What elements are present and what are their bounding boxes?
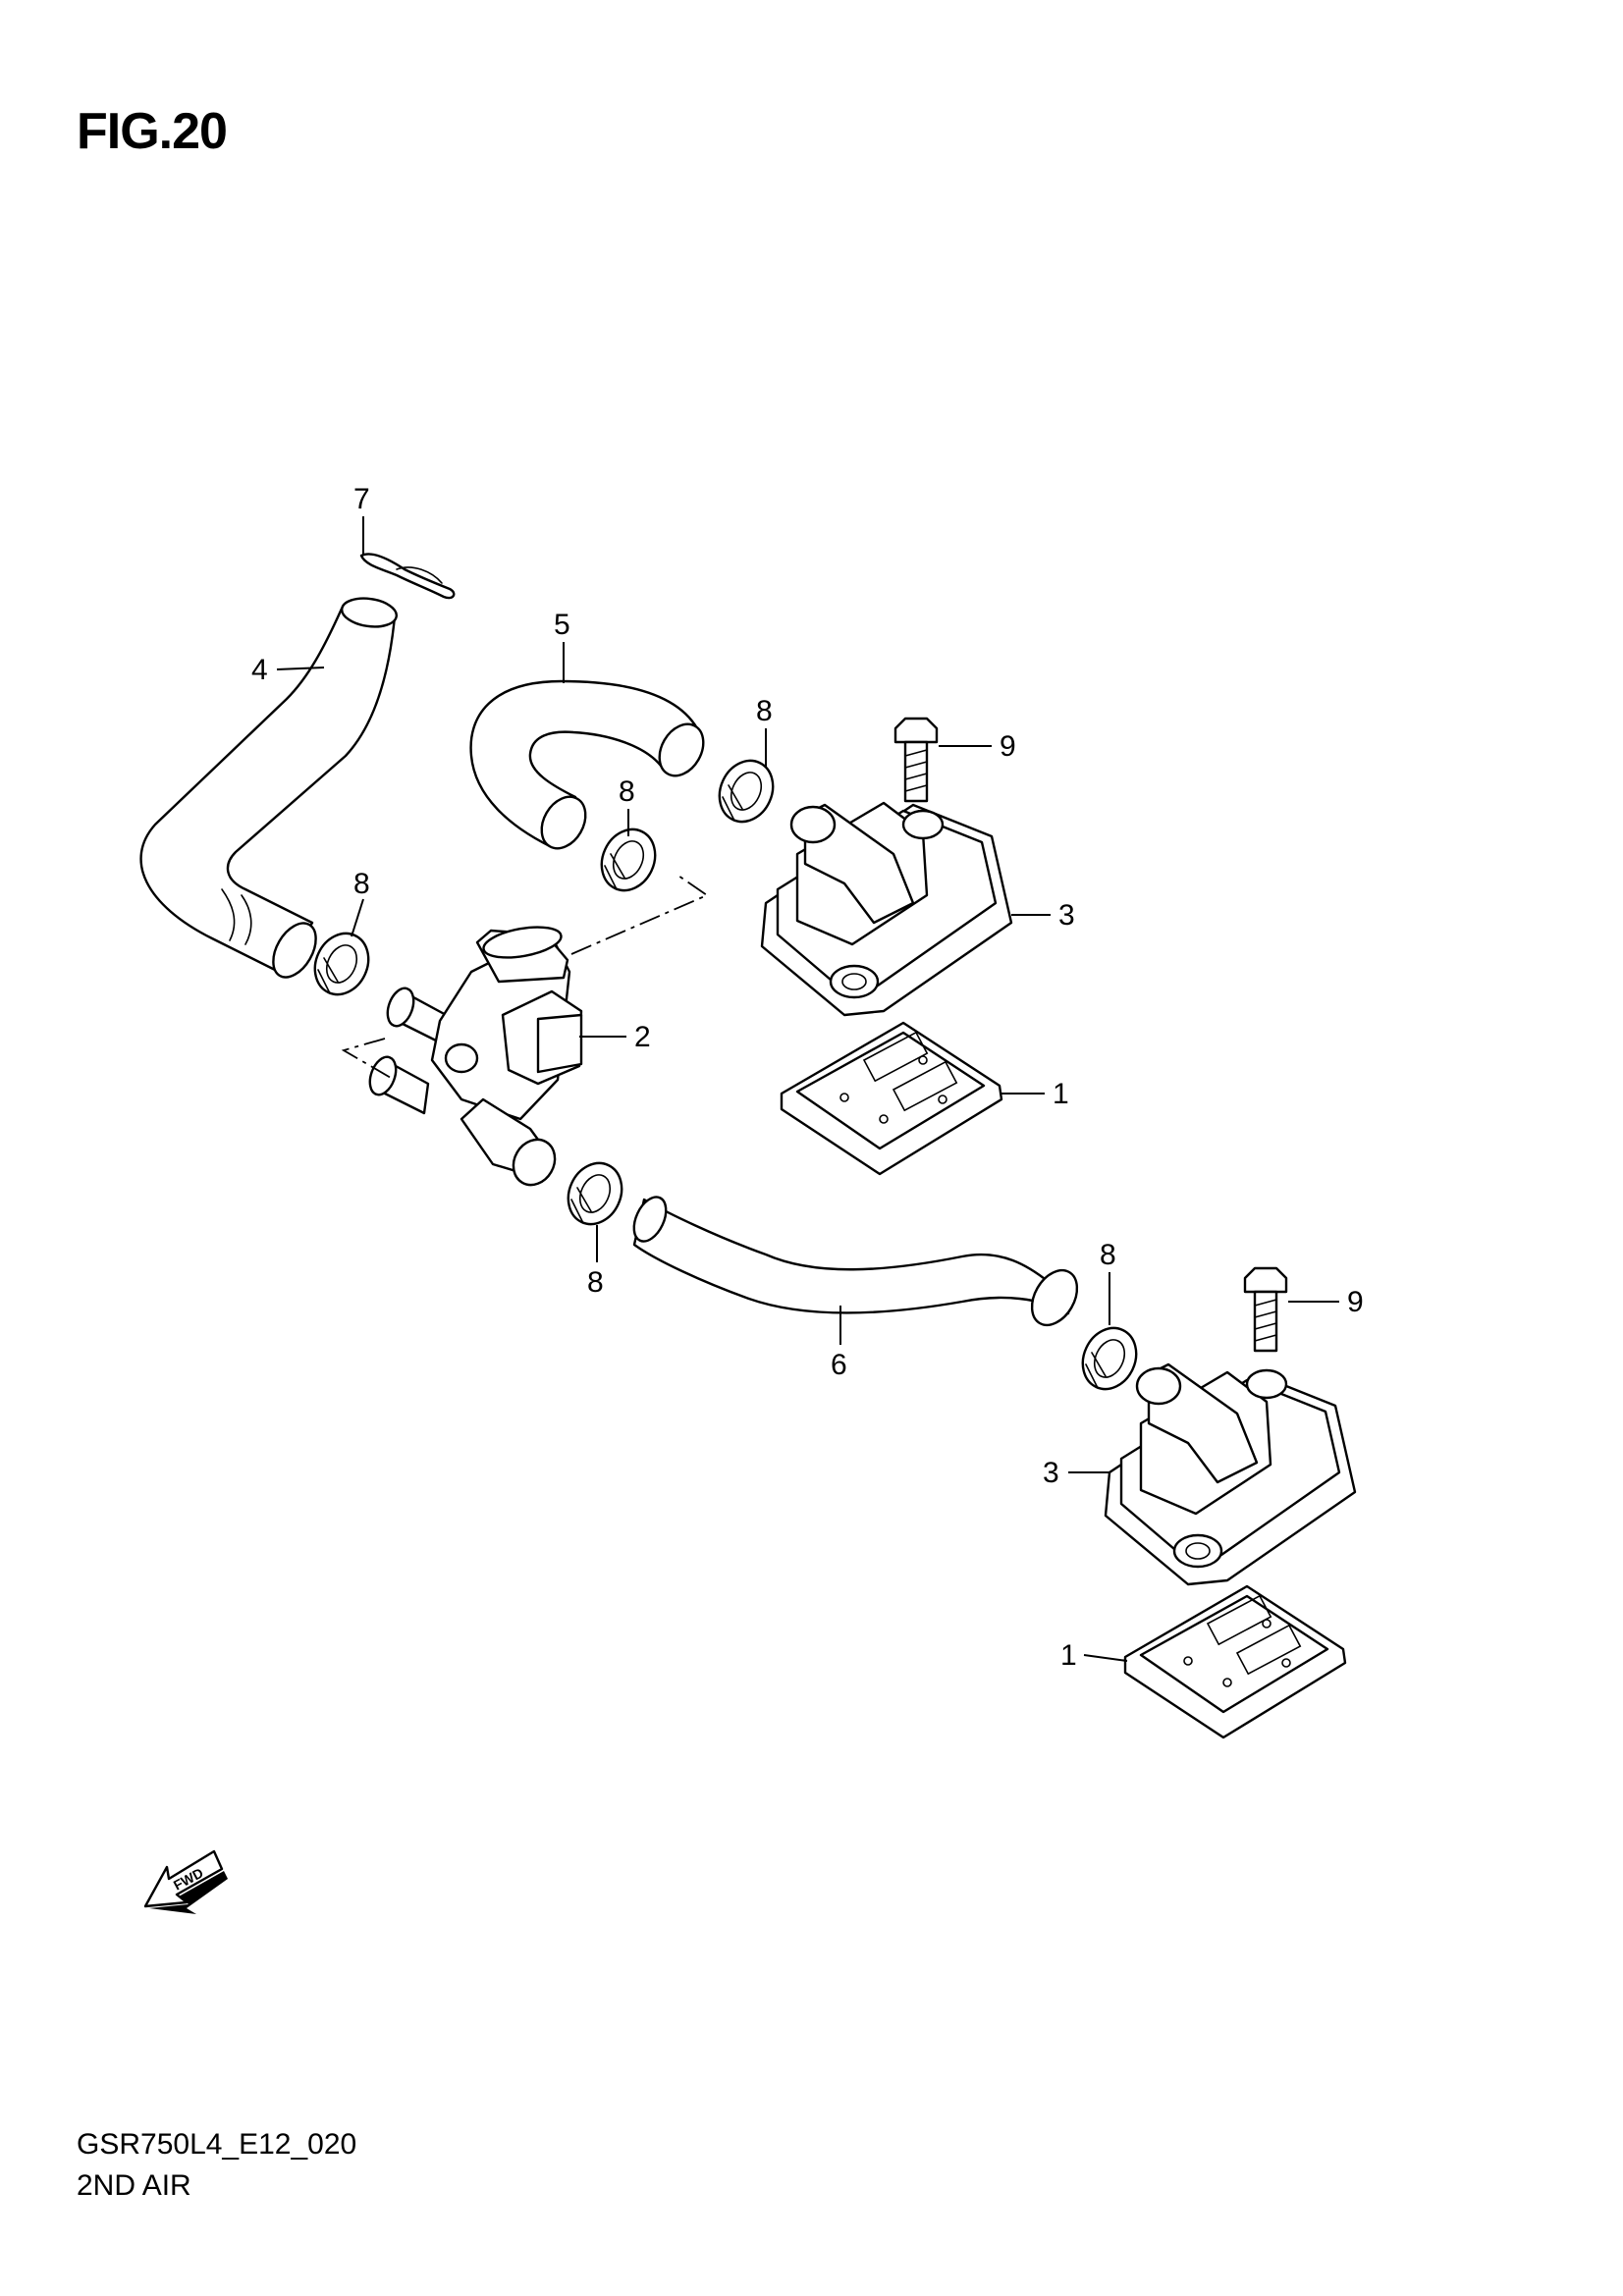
callout-5: 5 xyxy=(554,609,570,641)
part-9-bolt-b[interactable] xyxy=(1243,1266,1288,1353)
callout-8-d: 8 xyxy=(587,1266,604,1299)
callout-1-a: 1 xyxy=(1053,1078,1069,1110)
callout-8-a: 8 xyxy=(756,695,773,727)
part-3-reed-valve-cover-a[interactable] xyxy=(760,801,1013,1017)
callout-8-e: 8 xyxy=(1100,1239,1116,1271)
callout-2: 2 xyxy=(634,1021,651,1053)
callout-8-c: 8 xyxy=(353,868,370,900)
part-5-hose[interactable] xyxy=(469,679,713,856)
callout-7: 7 xyxy=(353,483,370,515)
callout-6: 6 xyxy=(831,1349,847,1381)
figure-title: FIG.20 xyxy=(77,103,228,160)
callout-4: 4 xyxy=(251,654,268,686)
part-8-clamp-c[interactable] xyxy=(305,925,378,1003)
leader-lines xyxy=(276,516,1339,1662)
part-8-clamp-e[interactable] xyxy=(1073,1319,1146,1398)
drawing-code: GSR750L4_E12_020 xyxy=(77,2128,357,2161)
part-1-reed-valve-b[interactable] xyxy=(1123,1584,1347,1739)
part-4-hose[interactable] xyxy=(139,595,399,985)
callout-8-b: 8 xyxy=(619,775,635,808)
section-name: 2ND AIR xyxy=(77,2169,191,2202)
part-8-clamp-b[interactable] xyxy=(592,821,665,899)
part-8-clamp-d[interactable] xyxy=(559,1154,631,1233)
part-7-clip[interactable] xyxy=(359,553,456,600)
callout-labels: 7 4 5 8 8 8 9 3 2 1 8 6 8 9 3 1 xyxy=(251,483,1364,1672)
fwd-direction-arrow: FWD xyxy=(143,1849,228,1914)
part-2-control-valve[interactable] xyxy=(365,922,583,1193)
part-1-reed-valve-a[interactable] xyxy=(780,1021,1003,1176)
callout-3-b: 3 xyxy=(1043,1457,1059,1489)
part-9-bolt-a[interactable] xyxy=(893,717,939,803)
part-8-clamp-a[interactable] xyxy=(710,752,783,830)
alignment-lines xyxy=(341,873,709,1079)
callout-1-b: 1 xyxy=(1060,1639,1077,1672)
part-6-hose[interactable] xyxy=(627,1192,1086,1333)
callout-3-a: 3 xyxy=(1058,899,1075,932)
part-3-reed-valve-cover-b[interactable] xyxy=(1104,1362,1357,1586)
callout-9-b: 9 xyxy=(1347,1286,1364,1318)
callout-9-a: 9 xyxy=(1000,730,1016,763)
